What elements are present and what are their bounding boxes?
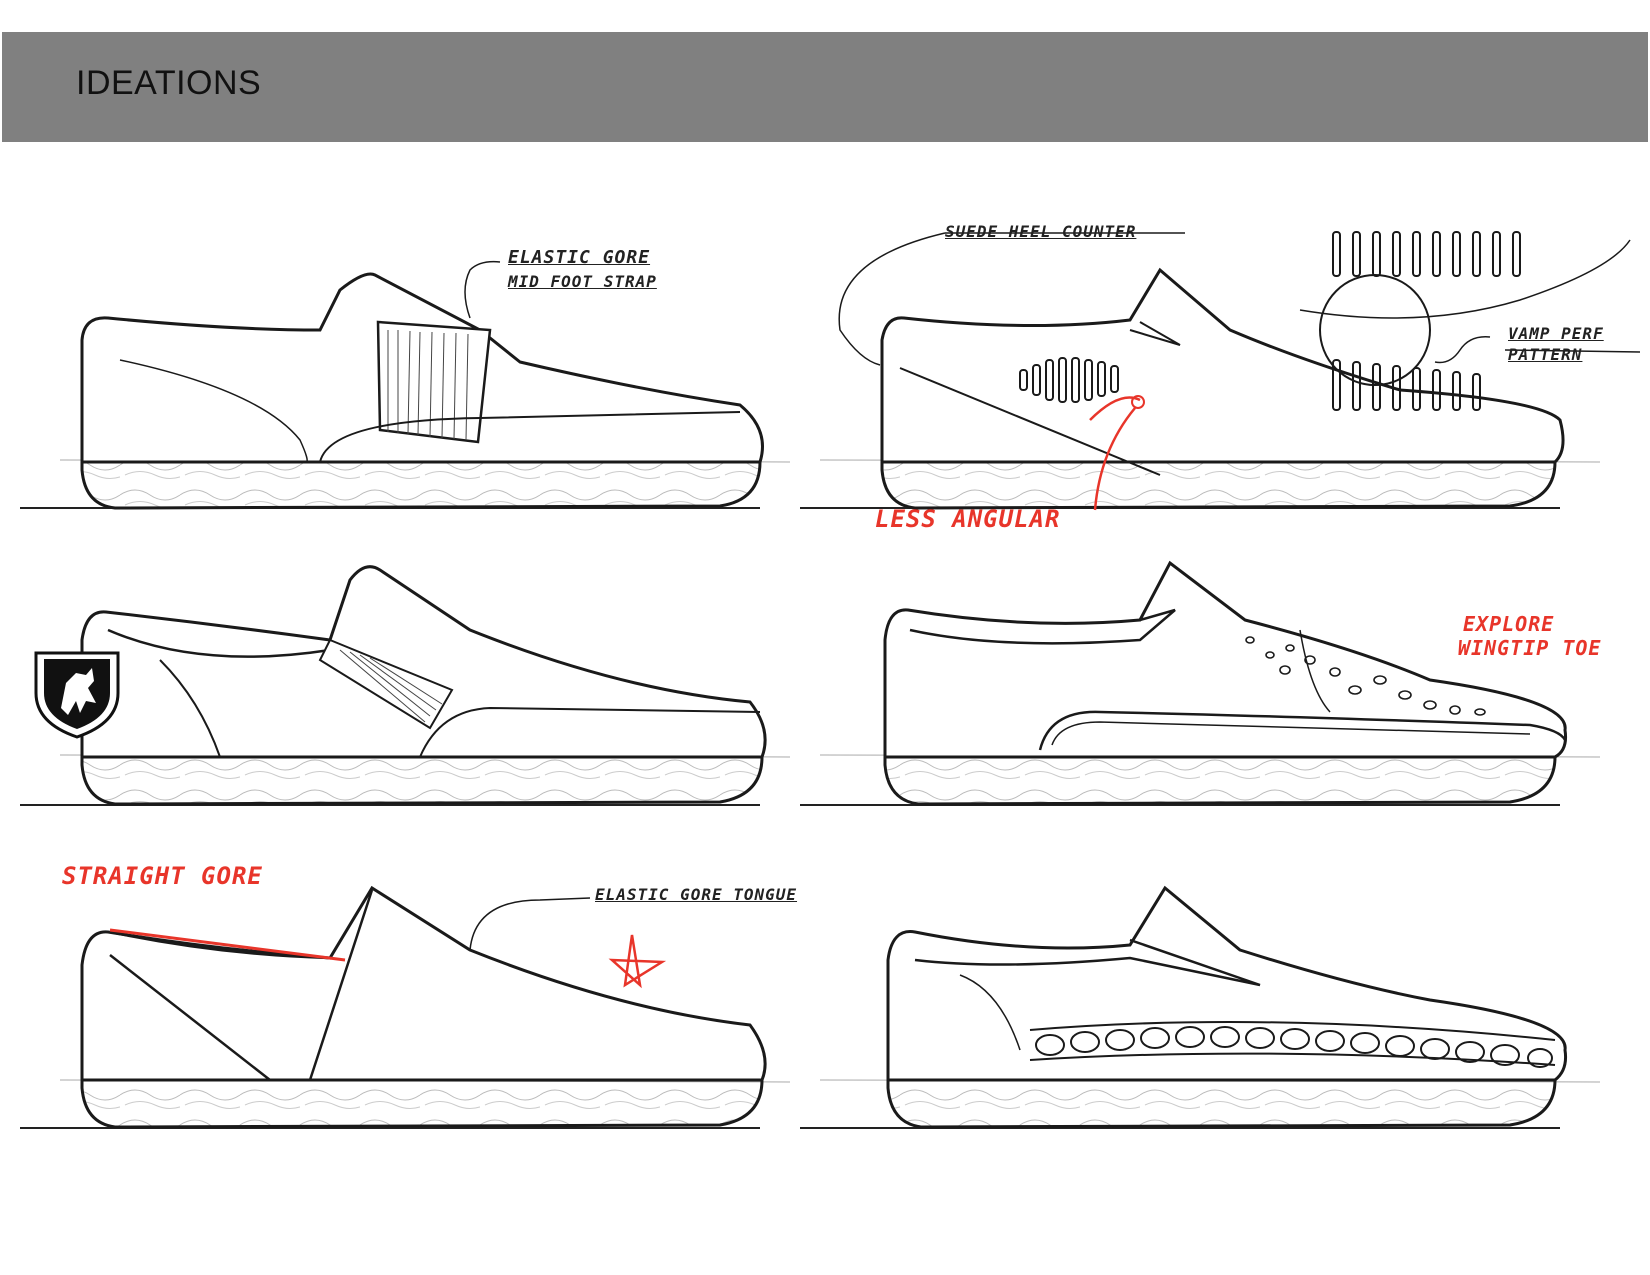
shoe-sketch-side-gore [20,565,791,806]
note-vamp-perf-2: PATTERN [1508,345,1583,364]
header-bar [2,32,1648,142]
note-suede-heel-counter: SUEDE HEEL COUNTER [945,222,1137,241]
note-elastic-gore: ELASTIC GORE [508,247,651,268]
shoe-sketch-lacing [800,885,1601,1129]
griffin-crest-icon [34,651,120,739]
note-less-angular: LESS ANGULAR [875,505,1061,533]
note-elastic-gore-tongue: ELASTIC GORE TONGUE [595,885,798,904]
shoe-sketch-wingtip [800,560,1601,806]
page-title: IDEATIONS [76,64,262,102]
note-explore-1: EXPLORE [1463,612,1555,636]
note-vamp-perf-1: VAMP PERF [1508,324,1604,343]
shoe-sketch-strap [20,260,791,510]
note-explore-2: WINGTIP TOE [1458,636,1602,660]
star-icon [608,934,667,989]
shoe-sketch-perf [800,231,1641,511]
shoe-sketch-straight-gore [20,885,791,1129]
note-mid-foot-strap: MID FOOT STRAP [508,272,657,291]
note-straight-gore: STRAIGHT GORE [62,862,263,890]
